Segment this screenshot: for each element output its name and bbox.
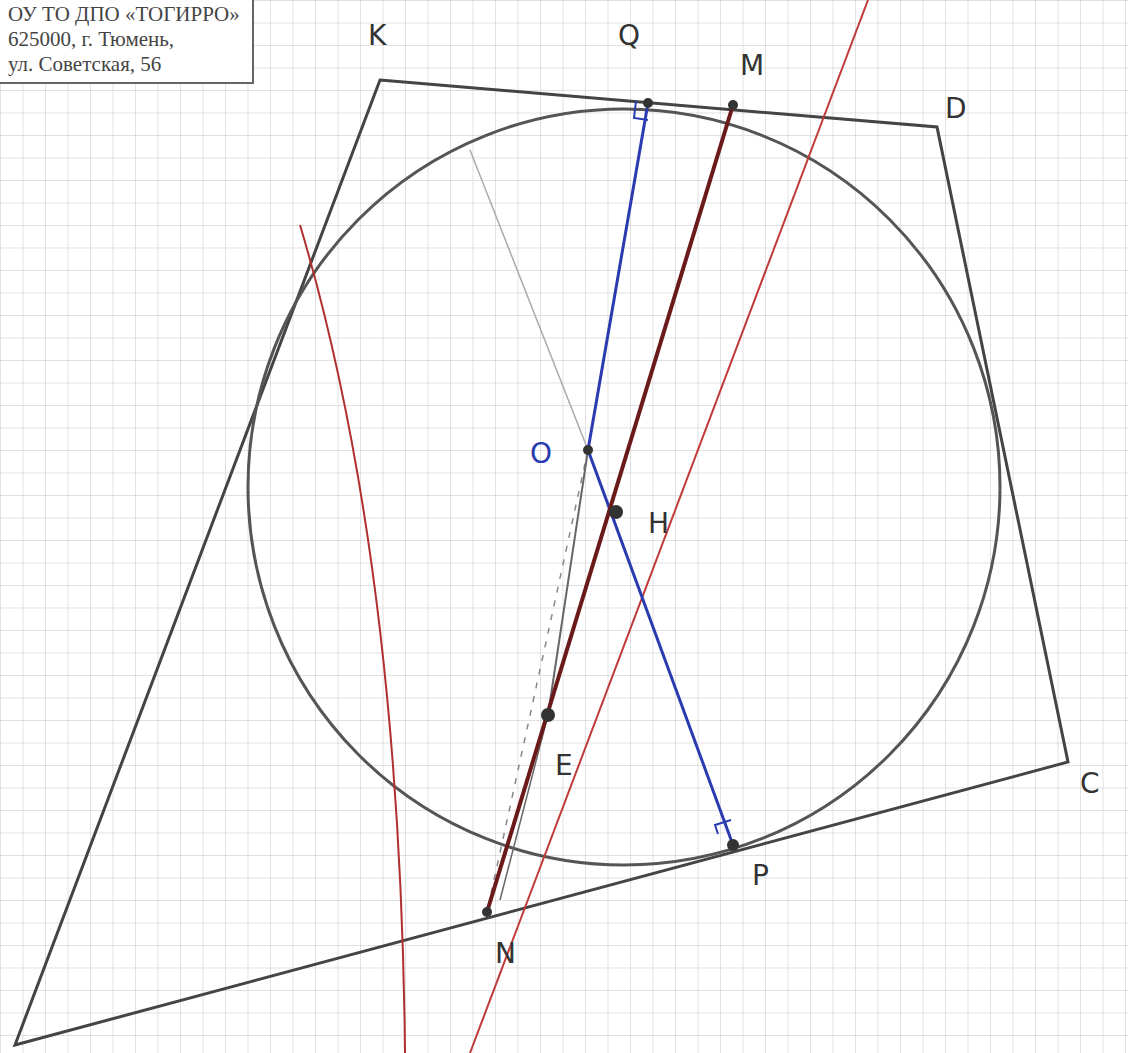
radius-oq <box>588 103 648 450</box>
point-label: H <box>648 510 669 538</box>
point-label: E <box>555 752 573 780</box>
red-curve <box>300 225 405 1053</box>
point-label: D <box>945 95 967 123</box>
points <box>482 98 739 917</box>
stamp-text: ул. Советская, 56 <box>8 52 242 77</box>
point-label: Q <box>618 22 640 50</box>
red-line <box>470 0 868 1053</box>
segment-mn <box>487 105 733 912</box>
point-label: N <box>495 940 516 968</box>
stamp-box: ОУ ТО ДПО «ТОГИРРО»625000, г. Тюмень,ул.… <box>0 0 254 84</box>
quadrilateral <box>15 80 1068 1045</box>
segment-oe <box>548 450 588 715</box>
radius-op <box>588 450 733 845</box>
point-label: M <box>740 52 764 80</box>
point-label: O <box>530 440 552 468</box>
stamp-text: ОУ ТО ДПО «ТОГИРРО» <box>8 2 242 27</box>
aux-line <box>470 150 588 450</box>
segment <box>500 715 548 900</box>
point-label: K <box>368 22 386 50</box>
point-label: C <box>1080 770 1100 798</box>
inscribed-circle <box>248 109 1000 865</box>
aux-line <box>487 450 588 912</box>
point-label: P <box>752 862 769 890</box>
right-angle-mark <box>715 820 731 834</box>
stamp-text: 625000, г. Тюмень, <box>8 27 242 52</box>
